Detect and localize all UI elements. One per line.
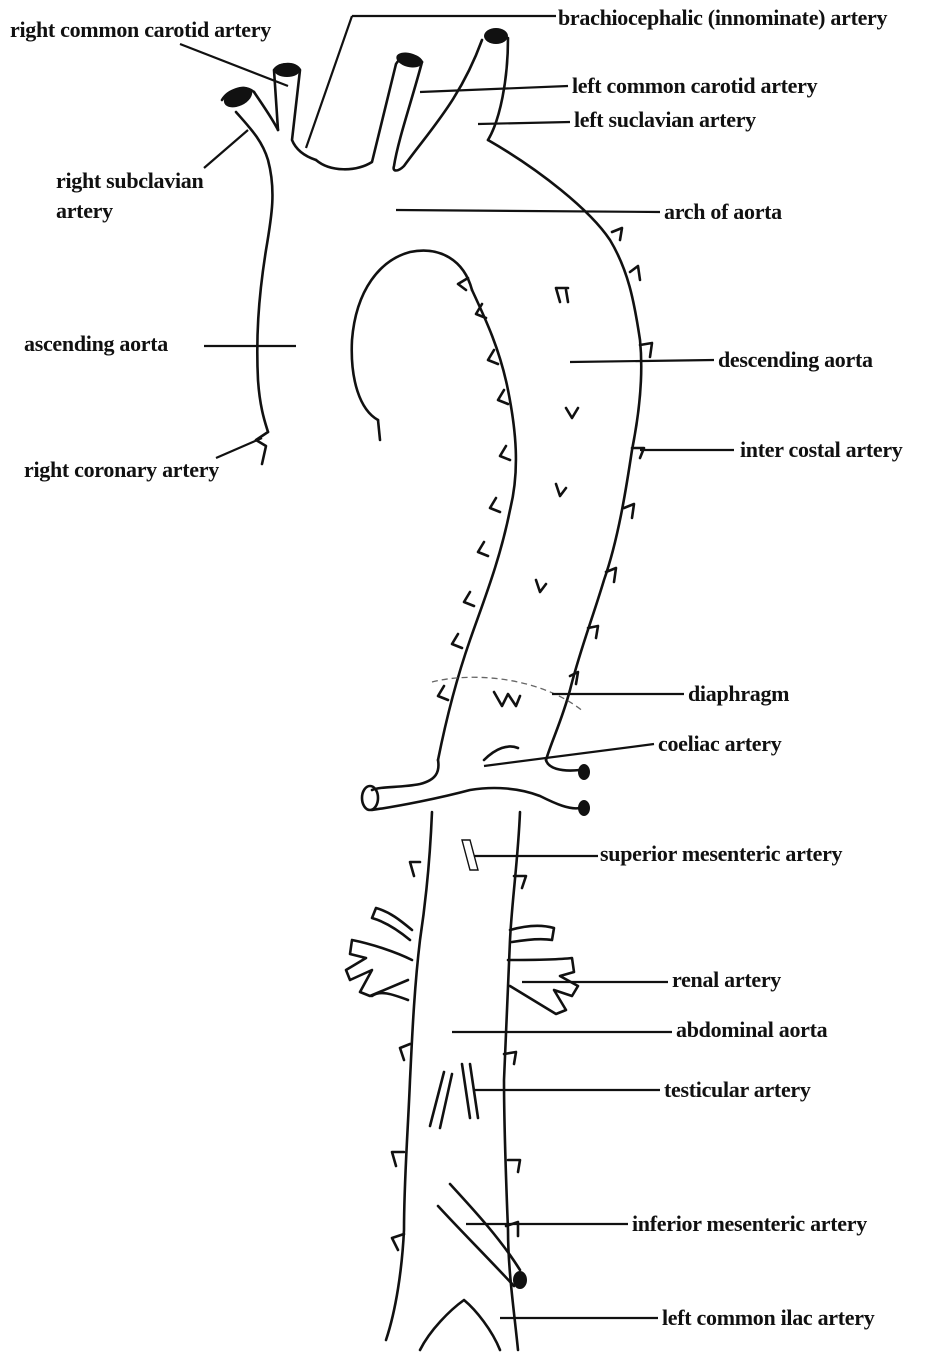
leader-left-subclavian <box>478 122 570 124</box>
abdominal-aorta <box>346 747 590 1351</box>
label-ascending-aorta: ascending aorta <box>24 330 168 358</box>
label-descending-aorta: descending aorta <box>718 346 873 374</box>
label-left-common-carotid-artery: left common carotid artery <box>572 72 817 100</box>
label-abdominal-aorta: abdominal aorta <box>676 1016 827 1044</box>
label-right-common-carotid-artery: right common carotid artery <box>10 16 271 44</box>
label-left-common-iliac-artery: left common ilac artery <box>662 1304 874 1332</box>
label-inter-costal-artery: inter costal artery <box>740 436 903 464</box>
label-diaphragm: diaphragm <box>688 680 789 708</box>
leader-right-common-carotid <box>180 44 288 86</box>
label-testicular-artery: testicular artery <box>664 1076 811 1104</box>
label-arch-of-aorta: arch of aorta <box>664 198 782 226</box>
leader-brachiocephalic-diag <box>306 16 352 148</box>
label-right-subclavian-artery: right subclavian artery <box>56 166 203 226</box>
intercostal-branches <box>256 228 652 706</box>
label-superior-mesenteric-artery: superior mesenteric artery <box>600 840 842 868</box>
leader-right-subclavian <box>204 130 248 168</box>
label-left-subclavian-artery: left suclavian artery <box>574 106 756 134</box>
leader-left-common-carotid <box>420 86 568 92</box>
label-renal-artery: renal artery <box>672 966 781 994</box>
leader-right-coronary <box>216 438 262 458</box>
leader-descending-aorta <box>570 360 714 362</box>
aortic-arch <box>221 28 642 760</box>
label-coeliac-artery: coeliac artery <box>658 730 781 758</box>
label-inferior-mesenteric-artery: inferior mesenteric artery <box>632 1210 867 1238</box>
label-brachiocephalic-artery: brachiocephalic (innominate) artery <box>558 4 887 32</box>
leader-lines <box>180 16 734 1318</box>
leader-arch-of-aorta <box>396 210 660 212</box>
label-right-coronary-artery: right coronary artery <box>24 456 219 484</box>
